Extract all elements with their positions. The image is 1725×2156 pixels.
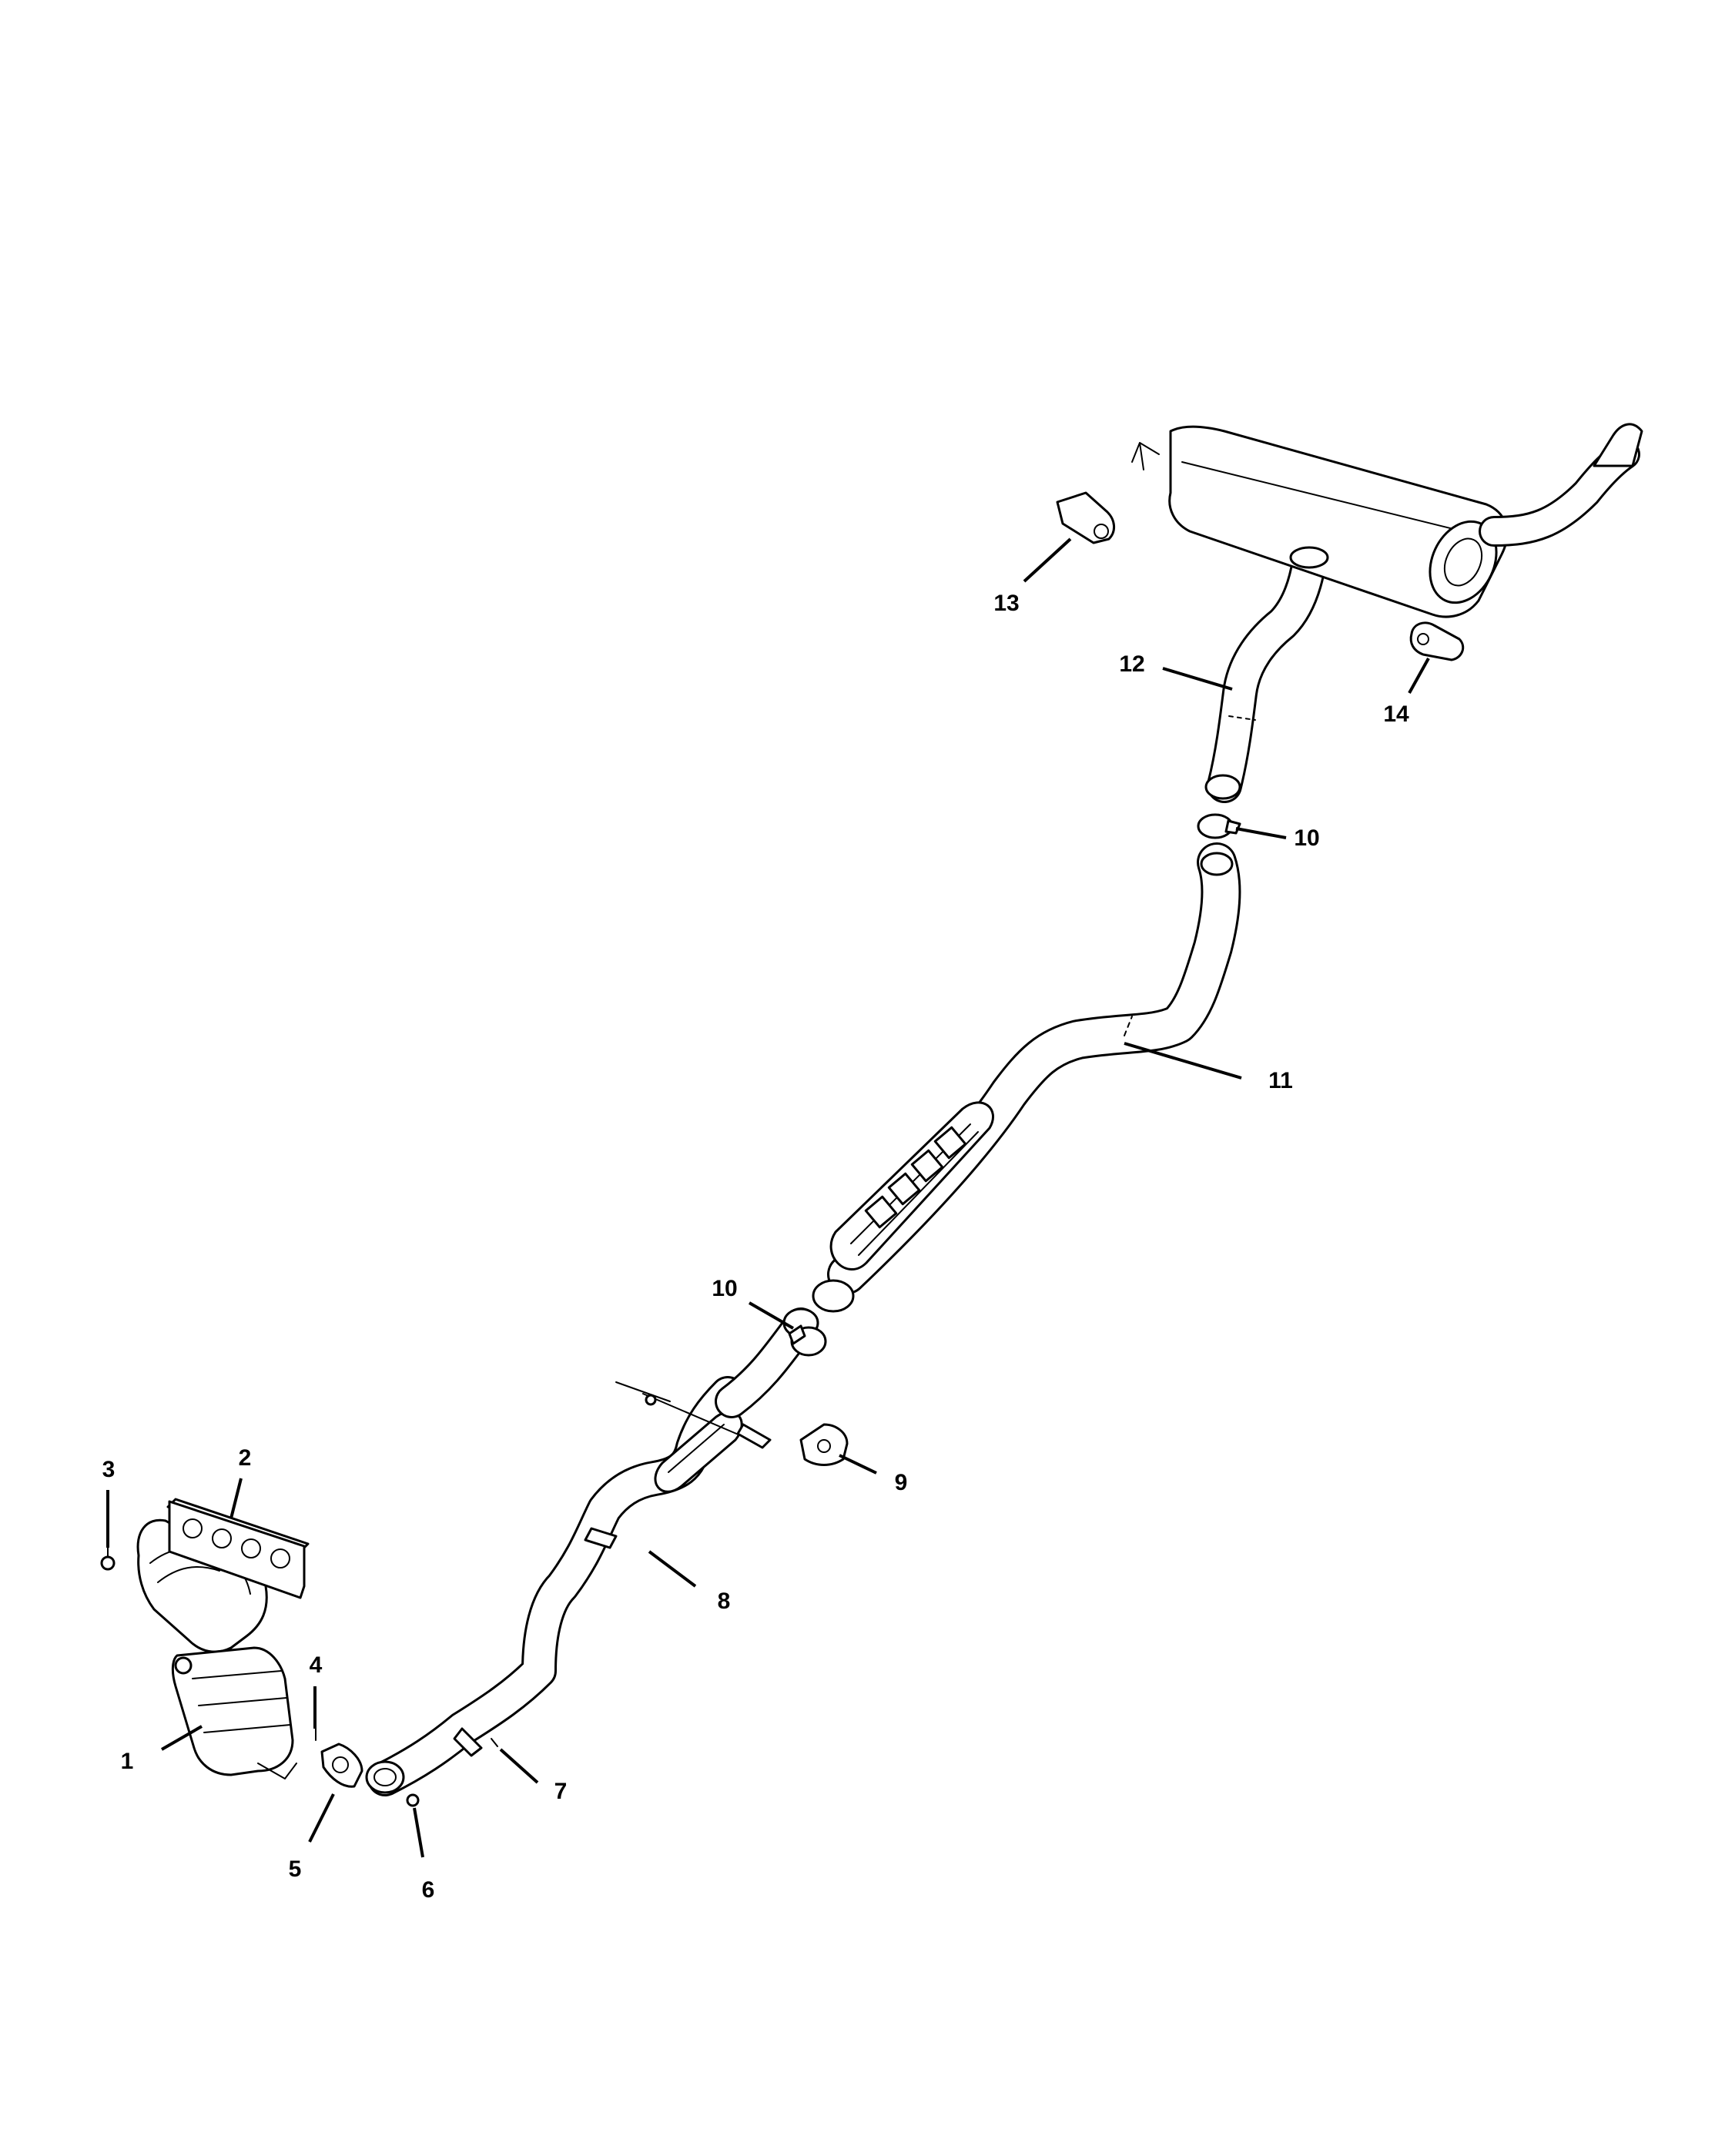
callout-12: 12 (1119, 651, 1144, 677)
hanger-bolt-7 (491, 1738, 498, 1747)
callout-labels: 1 2 3 4 5 6 7 8 9 10 10 11 12 13 14 (102, 591, 1409, 1903)
callout-2: 2 (239, 1445, 252, 1471)
muffler-baffles (864, 1126, 967, 1229)
manifold-gasket (166, 1498, 310, 1599)
clamp-10-rear (1197, 813, 1241, 839)
tailpipe-12 (1204, 544, 1327, 803)
callout-9: 9 (895, 1470, 908, 1495)
isolator-9 (799, 1423, 849, 1466)
rear-muffler (1131, 423, 1643, 618)
intermediate-pipe-11 (812, 842, 1241, 1313)
callout-1: 1 (121, 1749, 134, 1774)
callout-10-front: 10 (712, 1276, 737, 1301)
clamp-10-front (788, 1324, 827, 1357)
nut-6 (406, 1793, 420, 1807)
callout-8: 8 (718, 1589, 731, 1614)
callout-10-rear: 10 (1294, 825, 1319, 851)
flange-gasket-5 (320, 1743, 363, 1788)
callout-7: 7 (554, 1779, 568, 1804)
isolator-14 (1409, 621, 1465, 661)
isolator-13 (1056, 491, 1115, 544)
callout-4: 4 (310, 1652, 323, 1678)
callout-6: 6 (422, 1877, 435, 1903)
front-pipe-8 (365, 1307, 819, 1796)
callout-11: 11 (1268, 1068, 1293, 1093)
leader-lines (106, 537, 1430, 1858)
callout-3: 3 (102, 1457, 116, 1482)
callout-13: 13 (993, 591, 1019, 616)
callout-5: 5 (289, 1856, 302, 1882)
callout-14: 14 (1383, 701, 1409, 727)
